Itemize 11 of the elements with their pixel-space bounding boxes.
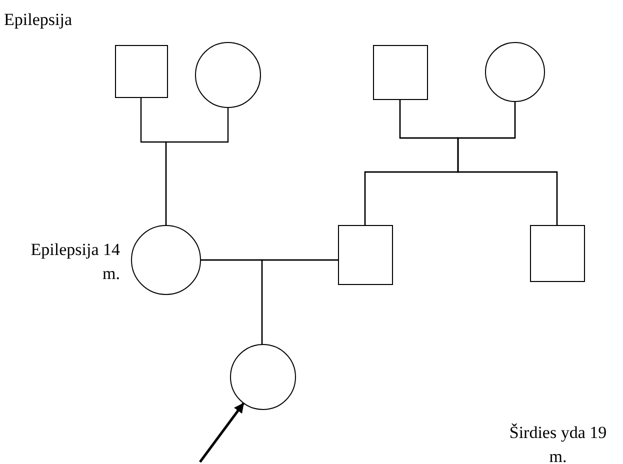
condition-note: Širdies yda 19 m. [508, 422, 608, 464]
male-square [530, 225, 585, 282]
pedigree-line [261, 259, 338, 344]
male-square [115, 45, 168, 98]
pedigree-line [165, 108, 229, 225]
male-square [373, 45, 428, 100]
arrow [199, 402, 244, 463]
condition-note: Epilepsija 14 m. [30, 239, 120, 285]
pedigree-line [457, 102, 558, 225]
male-square [338, 225, 393, 285]
condition-note: Epilepsija [4, 9, 73, 31]
